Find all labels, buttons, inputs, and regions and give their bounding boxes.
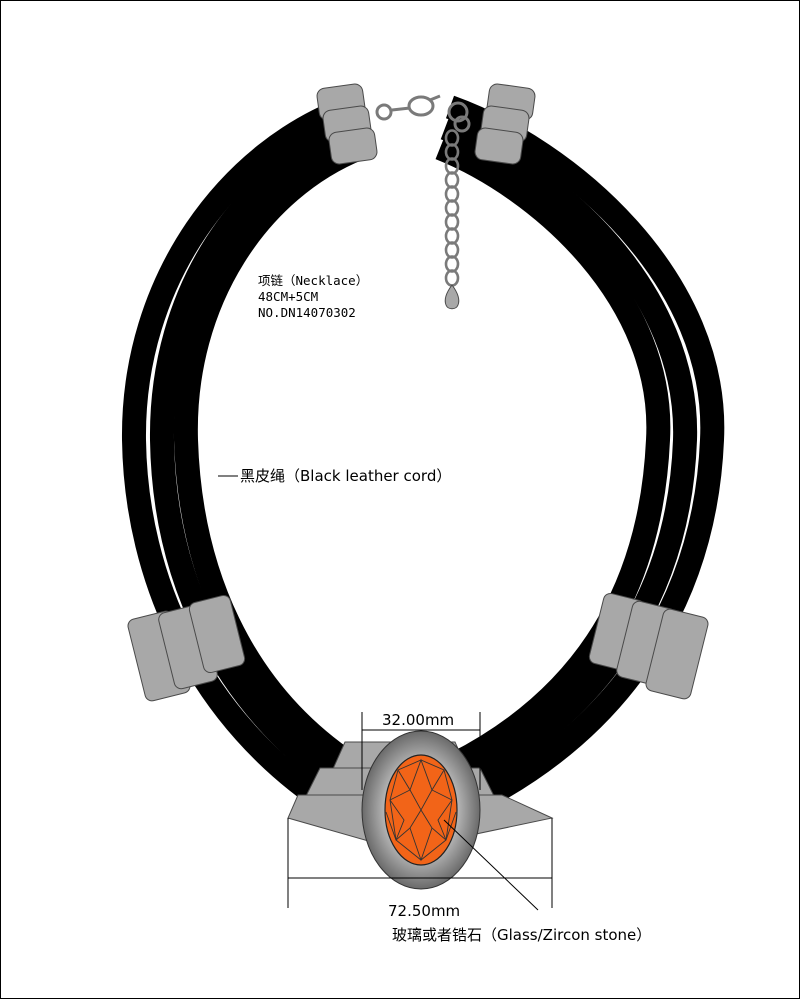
dimension-pendant-width [287, 818, 553, 908]
product-size: 48CM+5CM [258, 289, 319, 304]
side-sleeves-left [127, 594, 246, 702]
product-title: 项链（Necklace） [258, 273, 369, 288]
lobster-clasp-icon [375, 94, 471, 133]
middle-cord [149, 116, 698, 796]
stone-callout-label: 玻璃或者锆石（Glass/Zircon stone） [392, 926, 652, 944]
inner-cord [173, 136, 671, 775]
outer-cord [121, 95, 725, 816]
stone-width-label: 32.00mm [382, 711, 455, 729]
leather-cords [121, 95, 725, 816]
top-end-caps [316, 83, 536, 165]
pendant-width-label: 72.50mm [388, 902, 461, 920]
stone-facets [385, 758, 457, 862]
chain-drop-icon [444, 284, 460, 310]
dimension-stone-width [361, 712, 481, 790]
extension-chain-icon [444, 129, 460, 287]
orange-stone [384, 754, 458, 866]
product-number: NO.DN14070302 [258, 305, 356, 320]
cord-callout-label: 黑皮绳（Black leather cord） [240, 467, 452, 485]
side-sleeves-right [588, 592, 709, 700]
stone-callout-leader [443, 819, 539, 911]
